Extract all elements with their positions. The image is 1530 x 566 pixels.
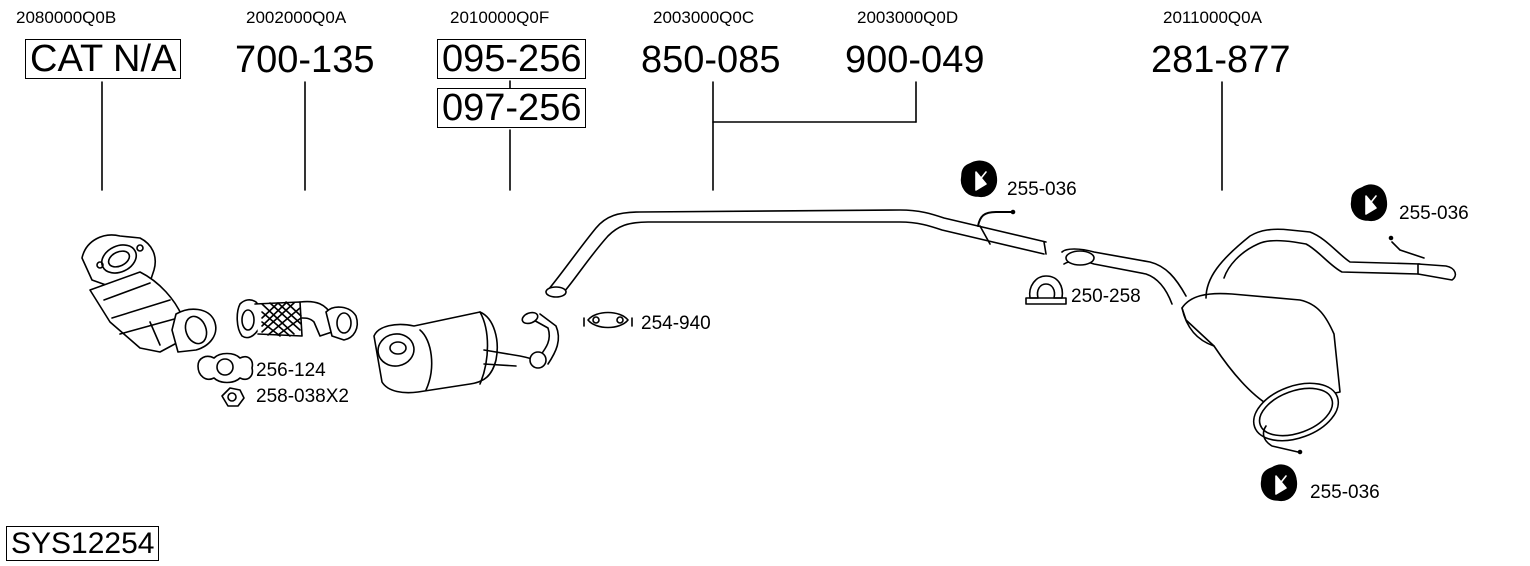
front-silencer-part[interactable]	[373, 311, 560, 394]
oe-code-middle-pipe-c: 2003000Q0C	[653, 8, 755, 27]
part-number-middle-pipe-d[interactable]: 900-049	[845, 39, 985, 81]
label-hanger-2[interactable]: 255-036	[1399, 203, 1469, 224]
label-clamp-rear[interactable]: 250-258	[1071, 286, 1141, 307]
label-hanger-3[interactable]: 255-036	[1310, 482, 1380, 503]
label-nut[interactable]: 258-038X2	[256, 386, 349, 407]
oe-code-rear-silencer: 2011000Q0A	[1163, 8, 1262, 27]
part-number-front-silencer-alt[interactable]: 097-256	[437, 88, 587, 128]
oe-code-flex-pipe: 2002000Q0A	[246, 8, 347, 27]
catalyst-part[interactable]	[81, 234, 217, 353]
part-number-flex-pipe[interactable]: 700-135	[235, 39, 375, 81]
clamp-rear-icon[interactable]	[1025, 275, 1067, 305]
hanger-1-icon[interactable]	[960, 160, 998, 198]
label-clamp-mid[interactable]: 254-940	[641, 313, 711, 334]
part-number-catalyst[interactable]: CAT N/A	[25, 39, 182, 79]
clamp-mid-icon[interactable]	[583, 311, 633, 329]
label-hanger-1[interactable]: 255-036	[1007, 179, 1077, 200]
part-number-front-silencer[interactable]: 095-256	[437, 39, 587, 79]
hanger-2-icon[interactable]	[1350, 184, 1388, 222]
oe-code-front-silencer: 2010000Q0F	[450, 8, 550, 27]
rear-silencer-part[interactable]	[1061, 228, 1457, 455]
label-gasket[interactable]: 256-124	[256, 360, 326, 381]
oe-code-middle-pipe-d: 2003000Q0D	[857, 8, 959, 27]
system-id: SYS12254	[6, 526, 160, 561]
oe-code-catalyst: 2080000Q0B	[16, 8, 117, 27]
hanger-3-icon[interactable]	[1260, 464, 1298, 502]
leader-lines	[101, 80, 1223, 191]
gasket-icon[interactable]	[197, 352, 254, 384]
part-number-rear-silencer[interactable]: 281-877	[1151, 39, 1291, 81]
flex-pipe-part[interactable]	[236, 299, 359, 341]
part-number-middle-pipe-c[interactable]: 850-085	[641, 39, 781, 81]
middle-pipe-part[interactable]	[545, 209, 1047, 298]
nut-icon[interactable]	[221, 387, 245, 407]
